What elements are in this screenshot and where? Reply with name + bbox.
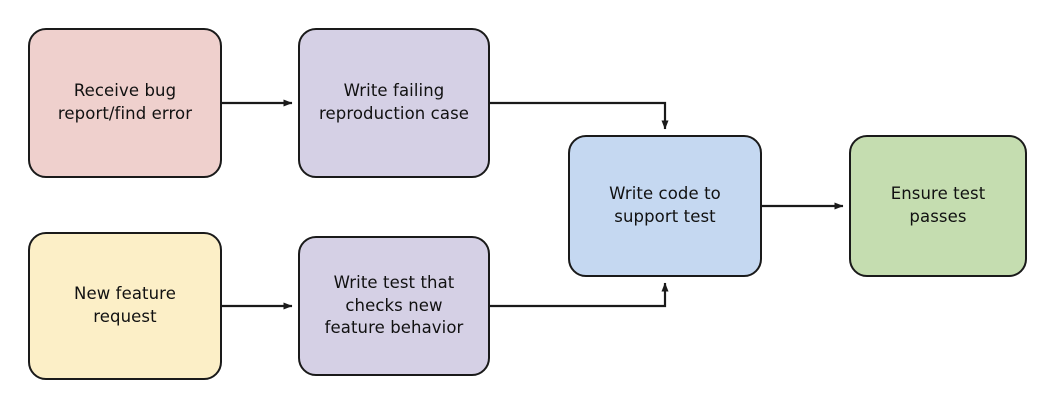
node-label: Write failing reproduction case — [318, 81, 470, 123]
node-label: Ensure test passes — [890, 184, 986, 226]
node-label: Write test that checks new feature behav… — [324, 272, 464, 338]
node-label: Write code to support test — [609, 184, 721, 226]
connector-edge-repro-to-code — [490, 101, 669, 130]
node-receive-bug-report[interactable]: Receive bug report/find error — [28, 28, 222, 178]
node-write-test-checks-new-feature[interactable]: Write test that checks new feature behav… — [298, 236, 490, 376]
connector-edge-test-to-code — [490, 282, 669, 308]
node-write-code-to-support-test[interactable]: Write code to support test — [568, 135, 762, 277]
node-new-feature-request[interactable]: New feature request — [28, 232, 222, 380]
node-ensure-test-passes[interactable]: Ensure test passes — [849, 135, 1027, 277]
node-label: Receive bug report/find error — [57, 81, 193, 123]
node-write-failing-reproduction-case[interactable]: Write failing reproduction case — [298, 28, 490, 178]
node-label: New feature request — [74, 284, 176, 326]
